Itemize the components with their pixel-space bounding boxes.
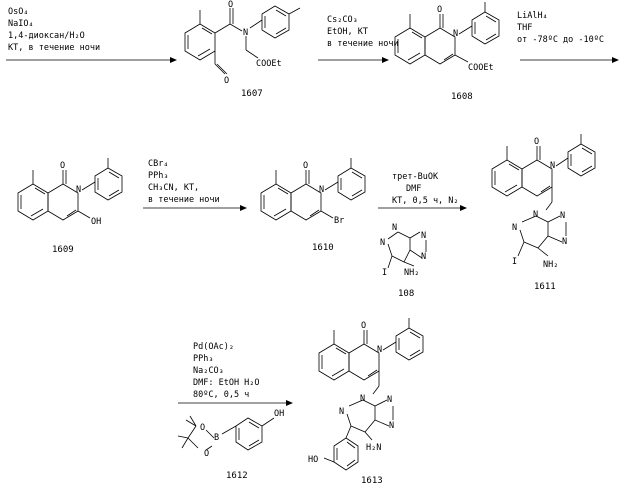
atom-n-1613c: N bbox=[339, 407, 344, 417]
atom-n-1607: N bbox=[243, 28, 248, 38]
compound-1612 bbox=[178, 416, 274, 450]
atom-n-1611d: N bbox=[560, 211, 565, 221]
atom-o-1607a: O bbox=[228, 0, 233, 10]
atom-oh-1609: OH bbox=[91, 217, 101, 227]
svg-text:Na₂CO₃: Na₂CO₃ bbox=[193, 366, 224, 376]
label-1612: 1612 bbox=[226, 471, 248, 481]
atom-cooet-1607: COOEt bbox=[256, 59, 282, 69]
svg-text:PPh₃: PPh₃ bbox=[193, 354, 213, 364]
reaction-arrow-3 bbox=[520, 57, 619, 63]
svg-text:OsO₄: OsO₄ bbox=[8, 7, 28, 17]
compound-1611 bbox=[492, 134, 595, 256]
svg-text:PPh₃: PPh₃ bbox=[148, 171, 168, 181]
atom-n-1611a: N bbox=[550, 161, 555, 171]
atom-nh2-1611: NH₂ bbox=[543, 260, 558, 270]
atom-o-1612b: O bbox=[204, 449, 209, 459]
atom-o-1612a: O bbox=[200, 423, 205, 433]
atom-o-1610: O bbox=[303, 161, 308, 171]
atom-n-1611e: N bbox=[562, 237, 567, 247]
label-1611: 1611 bbox=[534, 282, 556, 292]
atom-n-108b: N bbox=[392, 223, 397, 233]
svg-text:КТ, в течение ночи: КТ, в течение ночи bbox=[8, 43, 100, 53]
atom-n-1609: N bbox=[76, 185, 81, 195]
atom-n-1613d: N bbox=[387, 395, 392, 405]
label-1613: 1613 bbox=[361, 476, 383, 486]
atom-o-1613: O bbox=[361, 321, 366, 331]
reagents-step-2: Cs₂CO₃ EtOH, KT в течение ночи bbox=[327, 15, 399, 49]
svg-text:от -78ºС до -10ºС: от -78ºС до -10ºС bbox=[517, 35, 604, 45]
svg-text:Pd(OAc)₂: Pd(OAc)₂ bbox=[193, 342, 234, 352]
label-108: 108 bbox=[398, 289, 414, 299]
label-1609: 1609 bbox=[52, 245, 74, 255]
atom-cooet-1608: COOEt bbox=[468, 63, 494, 73]
atom-o-1608: O bbox=[437, 5, 442, 15]
reagents-step-6: Pd(OAc)₂ PPh₃ Na₂CO₃ DMF: EtOH H₂O 80ºC,… bbox=[193, 342, 260, 400]
atom-ho-1613: HO bbox=[308, 455, 318, 465]
reaction-arrow-6 bbox=[178, 400, 293, 406]
atom-n-1611b: N bbox=[533, 210, 538, 220]
atom-n-1610: N bbox=[319, 185, 324, 195]
svg-text:1,4-диоксан/H₂O: 1,4-диоксан/H₂O bbox=[8, 31, 85, 41]
svg-text:THF: THF bbox=[517, 23, 532, 33]
compound-1609 bbox=[18, 158, 122, 220]
atom-i-108: I bbox=[382, 268, 387, 278]
svg-text:DMF: EtOH H₂O: DMF: EtOH H₂O bbox=[193, 378, 260, 388]
atom-oh-1612: OH bbox=[274, 409, 284, 419]
atom-n-108d: N bbox=[421, 252, 426, 262]
atom-n-1613e: N bbox=[389, 421, 394, 431]
svg-text:в течение ночи: в течение ночи bbox=[148, 195, 220, 205]
svg-text:трет-BuOK: трет-BuOK bbox=[392, 172, 439, 182]
atom-o-1607b: O bbox=[224, 76, 229, 86]
svg-text:CH₃CN, KT,: CH₃CN, KT, bbox=[148, 183, 199, 193]
reagents-step-4: CBr₄ PPh₃ CH₃CN, KT, в течение ночи bbox=[148, 159, 220, 205]
label-1607: 1607 bbox=[241, 89, 263, 99]
atom-n-1608: N bbox=[453, 29, 458, 39]
label-1608: 1608 bbox=[451, 92, 473, 102]
atom-br-1610: Br bbox=[334, 216, 344, 226]
atom-b-1612: B bbox=[214, 433, 219, 443]
reaction-arrow-4 bbox=[143, 205, 247, 211]
compound-1607 bbox=[185, 6, 300, 74]
compound-1608 bbox=[395, 2, 499, 64]
atom-n-108c: N bbox=[421, 231, 426, 241]
svg-text:в течение ночи: в течение ночи bbox=[327, 39, 399, 49]
svg-text:LiAlH₄: LiAlH₄ bbox=[517, 11, 548, 21]
compound-1610 bbox=[261, 158, 365, 220]
svg-text:KT, 0,5 ч, N₂: KT, 0,5 ч, N₂ bbox=[392, 196, 459, 206]
svg-text:NaIO₄: NaIO₄ bbox=[8, 19, 34, 29]
atom-n-1613b: N bbox=[360, 394, 365, 404]
atom-o-1611: O bbox=[534, 137, 539, 147]
atom-n-108a: N bbox=[380, 238, 385, 248]
label-1610: 1610 bbox=[312, 243, 334, 253]
atom-h2n-1613: H₂N bbox=[366, 443, 381, 453]
svg-text:DMF: DMF bbox=[406, 184, 421, 194]
svg-text:80ºC, 0,5 ч: 80ºC, 0,5 ч bbox=[193, 390, 249, 400]
reaction-arrow-1 bbox=[6, 57, 177, 63]
svg-text:CBr₄: CBr₄ bbox=[148, 159, 168, 169]
atom-nh2-108: NH₂ bbox=[404, 268, 419, 278]
atom-o-1609: O bbox=[60, 161, 65, 171]
atom-n-1611c: N bbox=[512, 223, 517, 233]
reagents-step-3: LiAlH₄ THF от -78ºС до -10ºС bbox=[517, 11, 604, 45]
reagents-step-1: OsO₄ NaIO₄ 1,4-диоксан/H₂O КТ, в течение… bbox=[8, 7, 100, 53]
atom-n-1613a: N bbox=[377, 345, 382, 355]
reaction-arrow-2 bbox=[318, 57, 389, 63]
svg-text:Cs₂CO₃: Cs₂CO₃ bbox=[327, 15, 358, 25]
reagents-step-5: трет-BuOK DMF KT, 0,5 ч, N₂ bbox=[392, 172, 459, 206]
svg-text:EtOH, KT: EtOH, KT bbox=[327, 27, 368, 37]
atom-i-1611: I bbox=[512, 257, 517, 267]
